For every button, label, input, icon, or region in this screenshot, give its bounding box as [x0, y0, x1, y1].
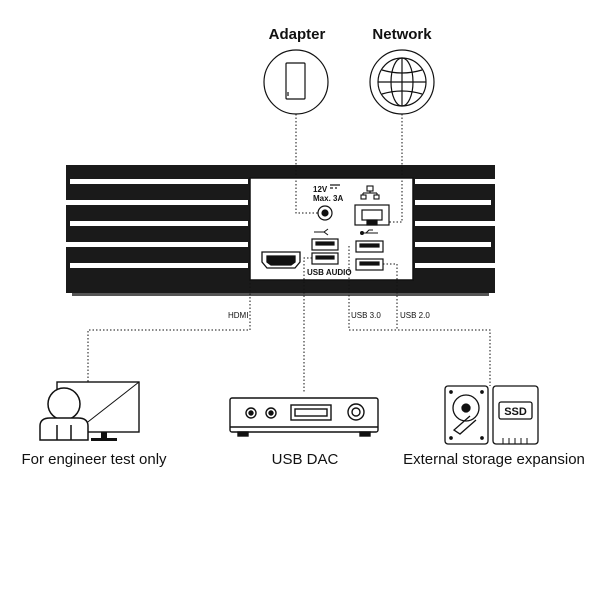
usb-audio-label: USB AUDIO: [307, 268, 352, 277]
monitor-icon: [39, 381, 140, 441]
ethernet-icon: [360, 185, 380, 200]
usb-ss-icon: [314, 228, 329, 236]
usb-icon: [360, 229, 378, 235]
power-current-label: Max. 3A: [313, 194, 344, 203]
usb-audio-ports: [311, 238, 339, 265]
ssd-label: SSD: [504, 406, 527, 418]
adapter-label: Adapter: [268, 26, 326, 43]
person-icon: [39, 387, 89, 441]
globe-icon: [369, 49, 435, 115]
usb3-label: USB 3.0: [351, 311, 381, 320]
dac-icon: [229, 397, 379, 437]
ssd-icon: [492, 385, 539, 445]
storage-label: External storage expansion: [403, 451, 585, 468]
connection-lines: [87, 114, 491, 392]
usb2-label: USB 2.0: [400, 311, 430, 320]
left-vent: [66, 179, 248, 268]
dc-power-port: [317, 205, 333, 221]
power-rating-label: 12V: [313, 185, 328, 194]
usb3-port: [355, 240, 384, 253]
adapter-icon: [263, 49, 329, 115]
hdd-icon: [444, 385, 489, 445]
port-panel: [249, 177, 414, 281]
right-vent: [415, 179, 495, 268]
network-label: Network: [372, 26, 432, 43]
hdmi-label: HDMI: [228, 311, 249, 320]
ethernet-port: [354, 204, 390, 226]
hdmi-port: [261, 251, 301, 269]
dc-symbol-icon: [330, 184, 340, 189]
engineer-label: For engineer test only: [21, 451, 167, 468]
dac-label: USB DAC: [271, 451, 339, 468]
device-body: [66, 165, 495, 296]
